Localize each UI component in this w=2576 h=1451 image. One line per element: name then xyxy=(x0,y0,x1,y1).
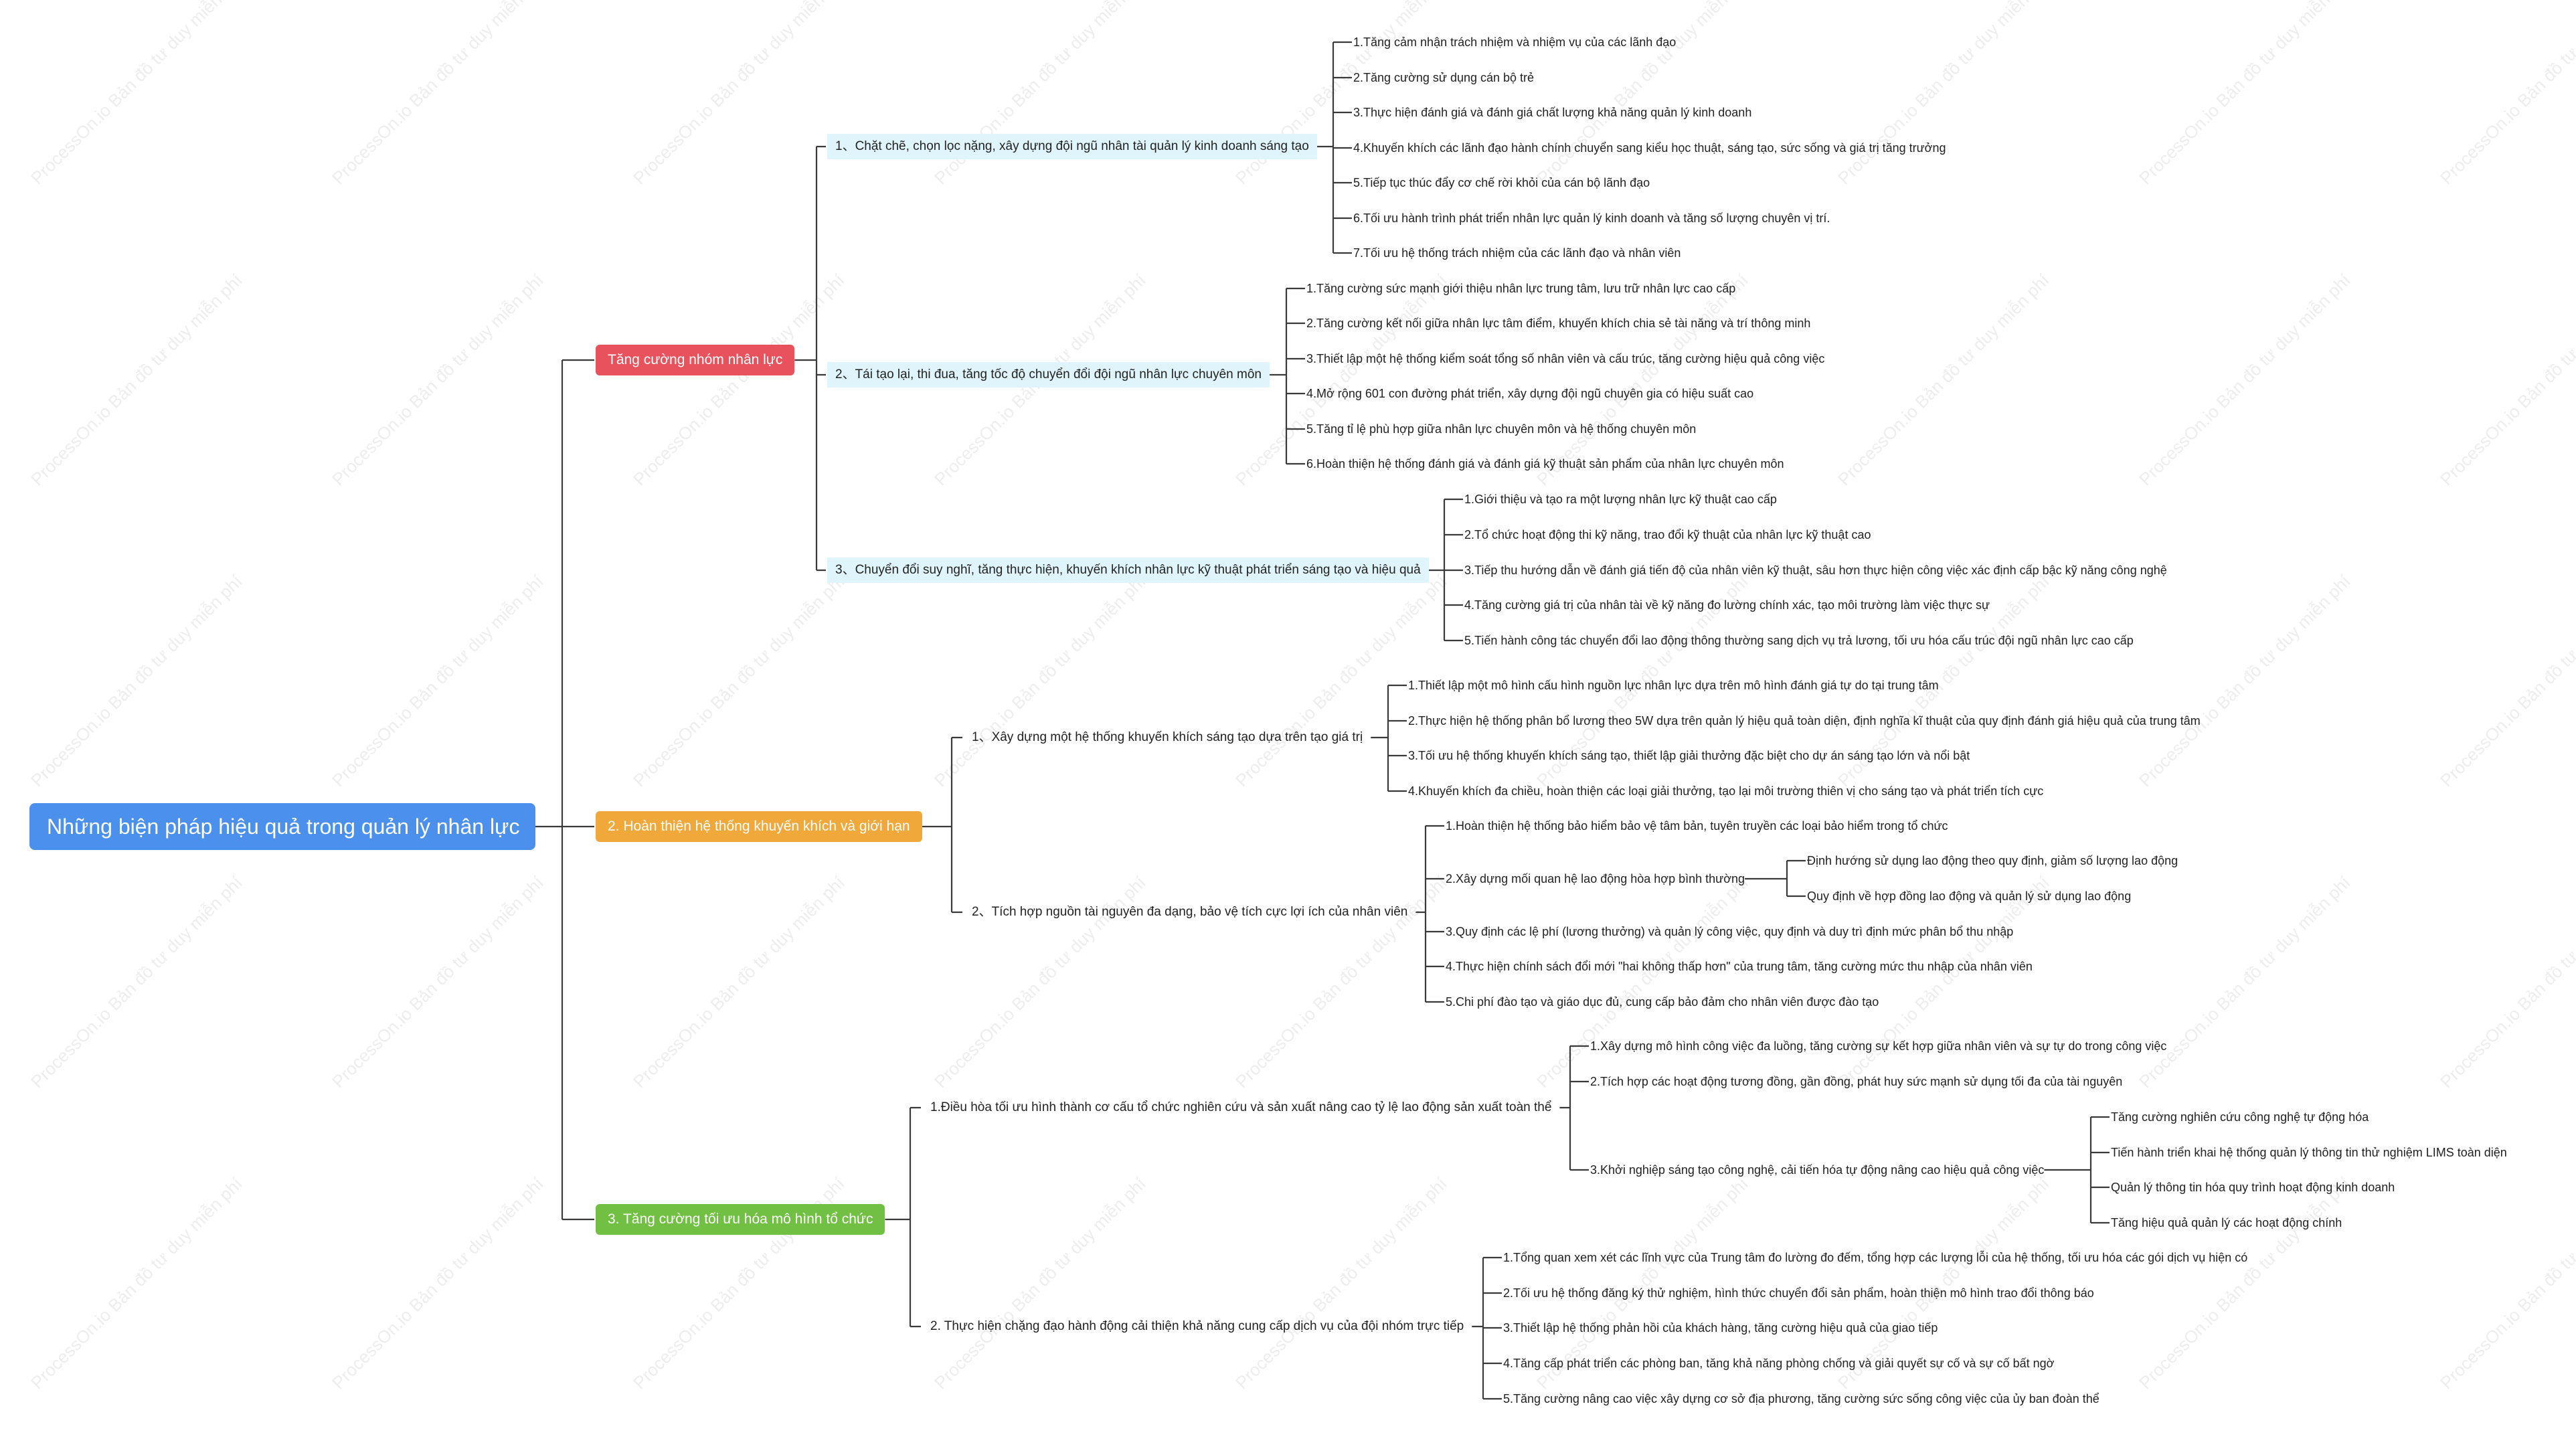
branch-1-sub-1-item-1[interactable]: 1.Tăng cảm nhận trách nhiệm và nhiệm vụ … xyxy=(1353,35,1677,49)
connector-branch-1-sub-1 xyxy=(1316,41,1352,254)
branch-2-sub-2-item-2[interactable]: 2.Xây dựng mối quan hệ lao động hòa hợp … xyxy=(1446,872,1745,885)
branch-3-sub-2-item-2[interactable]: 2.Tối ưu hệ thống đăng ký thử nghiệm, hì… xyxy=(1503,1286,2094,1300)
branch-1-sub-2-item-4[interactable]: 4.Mở rộng 601 con đường phát triển, xây … xyxy=(1306,387,1754,400)
branch-1-sub-3-item-5[interactable]: 5.Tiến hành công tác chuyển đổi lao động… xyxy=(1464,634,2134,647)
branch-1-sub-2-item-5[interactable]: 5.Tăng tỉ lệ phù hợp giữa nhân lực chuyê… xyxy=(1306,422,1697,436)
connector-branch-2-sub-1 xyxy=(1371,684,1407,792)
branch-2-sub-2-item-2-detail-1[interactable]: Định hướng sử dụng lao động theo quy địn… xyxy=(1807,854,2178,867)
branch-1-sub-2-item-1[interactable]: 1.Tăng cường sức mạnh giới thiệu nhân lự… xyxy=(1306,282,1736,295)
branch-1-sub-3-item-1[interactable]: 1.Giới thiệu và tạo ra một lượng nhân lự… xyxy=(1464,493,1777,506)
branch-3-sub-2-item-3[interactable]: 3.Thiết lập hệ thống phản hồi của khách … xyxy=(1503,1321,1938,1335)
branch-2-sub-2-item-4[interactable]: 4.Thực hiện chính sách đổi mới "hai khôn… xyxy=(1446,960,2033,973)
connector-branch-2-sub-2 xyxy=(1415,825,1444,1003)
branch-1-sub-1-item-6[interactable]: 6.Tối ưu hành trình phát triển nhân lực … xyxy=(1353,211,1830,225)
branch-2-sub-1[interactable]: 1、Xây dựng một hệ thống khuyến khích sán… xyxy=(972,730,1363,744)
branch-3-topic[interactable]: 3. Tăng cường tối ưu hóa mô hình tổ chức xyxy=(596,1204,885,1235)
branch-1-sub-2[interactable]: 2、Tái tạo lại, thi đua, tăng tốc độ chuy… xyxy=(827,362,1270,388)
branch-3-sub-2-item-5[interactable]: 5.Tăng cường nâng cao việc xây dựng cơ s… xyxy=(1503,1392,2099,1405)
branch-2-sub-1-item-3[interactable]: 3.Tối ưu hệ thống khuyến khích sáng tạo,… xyxy=(1408,749,1970,762)
connector-branch-2-topic xyxy=(922,736,962,914)
branch-3-sub-2-item-1[interactable]: 1.Tổng quan xem xét các lĩnh vực của Tru… xyxy=(1503,1251,2248,1264)
branch-2-sub-2-item-3[interactable]: 3.Quy định các lệ phí (lương thưởng) và … xyxy=(1446,925,2014,938)
branch-3-sub-1-item-3-detail-4[interactable]: Tăng hiệu quả quản lý các hoạt động chín… xyxy=(2111,1216,2342,1229)
branch-1-sub-3-item-4[interactable]: 4.Tăng cường giá trị của nhân tài về kỹ … xyxy=(1464,598,1990,612)
branch-3-sub-1-item-3-detail-1[interactable]: Tăng cường nghiên cứu công nghệ tự động … xyxy=(2111,1110,2369,1124)
branch-1-sub-1-item-3[interactable]: 3.Thực hiện đánh giá và đánh giá chất lư… xyxy=(1353,106,1752,119)
branch-1-sub-3[interactable]: 3、Chuyển đổi suy nghĩ, tăng thực hiện, k… xyxy=(827,558,1429,583)
connector-branch-3-sub-1 xyxy=(1559,1045,1589,1171)
branch-1-sub-1-item-4[interactable]: 4.Khuyến khích các lãnh đạo hành chính c… xyxy=(1353,141,1946,155)
branch-2-sub-2[interactable]: 2、Tích hợp nguồn tài nguyên đa dạng, bảo… xyxy=(972,905,1408,919)
branch-1-sub-2-item-6[interactable]: 6.Hoàn thiện hệ thống đánh giá và đánh g… xyxy=(1306,457,1784,471)
branch-1-sub-1[interactable]: 1、Chặt chẽ, chọn lọc nặng, xây dựng đội … xyxy=(827,134,1317,159)
branch-3-sub-1-item-2[interactable]: 2.Tích hợp các hoạt động tương đồng, gần… xyxy=(1590,1075,2123,1088)
connector-branch-2-sub-2-item-2 xyxy=(1745,859,1806,898)
connector-branch-3-sub-2 xyxy=(1472,1256,1502,1400)
branch-1-topic[interactable]: Tăng cường nhóm nhân lực xyxy=(596,345,795,375)
connector-root-topic xyxy=(535,359,594,1221)
connector-branch-1-sub-2 xyxy=(1269,287,1305,465)
branch-3-sub-2[interactable]: 2. Thực hiện chặng đạo hành động cải thi… xyxy=(930,1319,1464,1333)
branch-2-topic[interactable]: 2. Hoàn thiện hệ thống khuyến khích và g… xyxy=(596,811,922,842)
branch-3-sub-2-item-4[interactable]: 4.Tăng cấp phát triển các phòng ban, tăn… xyxy=(1503,1357,2055,1370)
connector-branch-3-sub-1-item-3 xyxy=(2044,1116,2110,1224)
branch-3-sub-1[interactable]: 1.Điều hòa tối ưu hình thành cơ cấu tổ c… xyxy=(930,1100,1552,1114)
branch-3-sub-1-item-3-detail-3[interactable]: Quản lý thông tin hóa quy trình hoạt độn… xyxy=(2111,1181,2395,1194)
branch-1-sub-2-item-2[interactable]: 2.Tăng cường kết nối giữa nhân lực tâm đ… xyxy=(1306,317,1811,330)
branch-2-sub-2-item-1[interactable]: 1.Hoàn thiện hệ thống bảo hiểm bảo vệ tâ… xyxy=(1446,819,1948,833)
connector-branch-1-sub-3 xyxy=(1428,498,1463,642)
branch-3-sub-1-item-3-detail-2[interactable]: Tiến hành triển khai hệ thống quản lý th… xyxy=(2111,1146,2507,1159)
branch-1-sub-1-item-5[interactable]: 5.Tiếp tục thúc đẩy cơ chế rời khỏi của … xyxy=(1353,176,1650,189)
branch-2-sub-2-item-5[interactable]: 5.Chi phí đào tạo và giáo dục đủ, cung c… xyxy=(1446,995,1879,1009)
branch-2-sub-1-item-4[interactable]: 4.Khuyến khích đa chiều, hoàn thiện các … xyxy=(1408,784,2044,798)
branch-2-sub-1-item-2[interactable]: 2.Thực hiện hệ thống phân bổ lương theo … xyxy=(1408,714,2201,728)
connector-branch-3-topic xyxy=(885,1106,921,1328)
root-topic[interactable]: Những biện pháp hiệu quả trong quản lý n… xyxy=(29,803,535,850)
branch-1-sub-2-item-3[interactable]: 3.Thiết lập một hệ thống kiểm soát tổng … xyxy=(1306,352,1825,365)
branch-1-sub-1-item-2[interactable]: 2.Tăng cường sử dụng cán bộ trẻ xyxy=(1353,71,1535,84)
branch-3-sub-1-item-1[interactable]: 1.Xây dựng mô hình công việc đa luồng, t… xyxy=(1590,1039,2167,1053)
branch-1-sub-3-item-3[interactable]: 3.Tiếp thu hướng dẫn về đánh giá tiến độ… xyxy=(1464,564,2167,577)
connector-branch-1-topic xyxy=(794,145,826,572)
branch-2-sub-1-item-1[interactable]: 1.Thiết lập một mô hình cấu hình nguồn l… xyxy=(1408,679,1939,692)
branch-2-sub-2-item-2-detail-2[interactable]: Quy định về hợp đồng lao động và quản lý… xyxy=(1807,889,2132,903)
branch-1-sub-1-item-7[interactable]: 7.Tối ưu hệ thống trách nhiệm của các lã… xyxy=(1353,246,1681,260)
branch-1-sub-3-item-2[interactable]: 2.Tổ chức hoạt động thi kỹ năng, trao đổ… xyxy=(1464,528,1871,541)
branch-3-sub-1-item-3[interactable]: 3.Khởi nghiệp sáng tạo công nghệ, cải ti… xyxy=(1590,1163,2045,1177)
